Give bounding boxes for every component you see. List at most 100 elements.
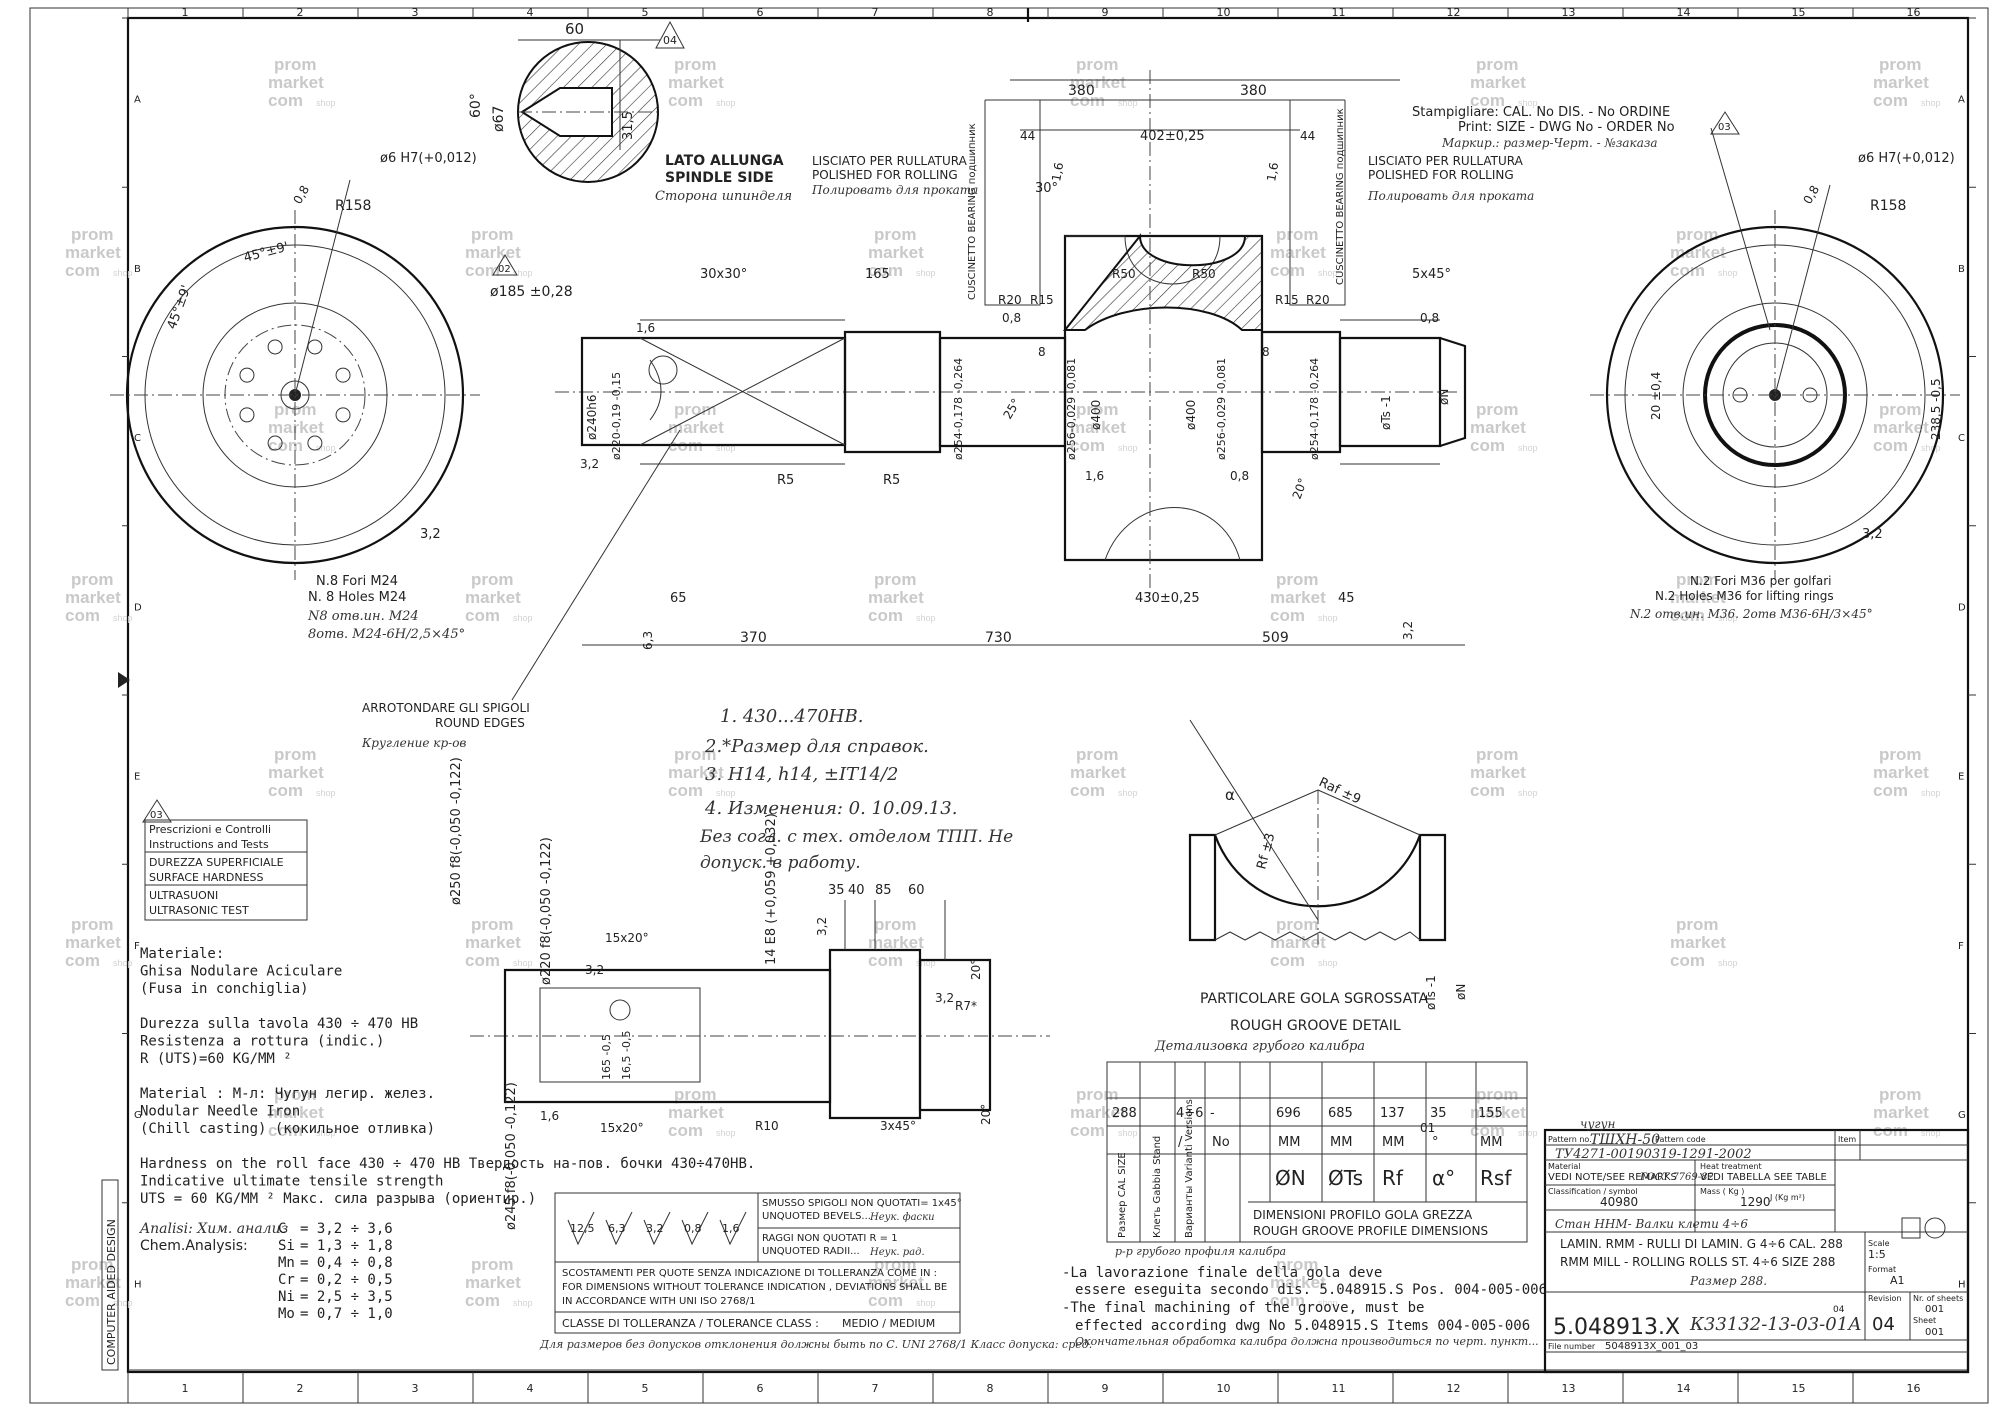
border-col-label: 3 (412, 1382, 419, 1395)
svg-text:shop: shop (113, 268, 133, 278)
svg-text:shop: shop (1118, 1128, 1138, 1138)
radii-en: UNQUOTED RADII... (762, 1246, 860, 1257)
tol-en-2: IN ACCORDANCE WITH UNI ISO 2768/1 (562, 1296, 755, 1307)
svg-text:market: market (465, 243, 521, 262)
left-32: 3,2 (420, 527, 441, 542)
tb-pattern-lbl: Pattern no. (1548, 1135, 1592, 1144)
bearing-right: CUSCINETTO BEARING подшипник (1335, 108, 1346, 285)
chem-label: Chem.Analysis: (140, 1238, 248, 1254)
note-4: 4. Изменения: 0. 10.09.13. (704, 798, 957, 819)
table-value: 696 (1276, 1106, 1301, 1121)
svg-text:shop: shop (1318, 268, 1338, 278)
bevel-en: UNQUOTED BEVELS... (762, 1211, 871, 1222)
border-row-label: D (1958, 602, 1966, 613)
dim-3x45: 3x45° (880, 1119, 916, 1133)
svg-text:market: market (268, 763, 324, 782)
dim-380-b: 380 (1240, 83, 1267, 99)
note-5: Без согл. с тех. отделом ТПП. Не (699, 827, 1013, 847)
tol-en-1: FOR DIMENSIONS WITHOUT TOLERANCE INDICAT… (562, 1282, 947, 1293)
stamp-ru: Маркир.: размер-Черт. - №заказа (1441, 136, 1658, 150)
svg-text:shop: shop (113, 958, 133, 968)
polish-left-ru: Полировать для проката (811, 183, 978, 197)
svg-text:prom: prom (1076, 1085, 1119, 1104)
table-value: 685 (1328, 1106, 1353, 1121)
round-edges-it: ARROTONDARE GLI SPIGOLI (362, 701, 530, 715)
svg-text:prom: prom (674, 745, 717, 764)
roughness-value: 0,8 (684, 1222, 702, 1235)
svg-text:market: market (1873, 73, 1929, 92)
tol-class-val: MEDIO / MEDIUM (842, 1317, 935, 1330)
bolt-holes (239, 339, 351, 451)
svg-text:shop: shop (113, 1298, 133, 1308)
svg-text:shop: shop (1718, 958, 1738, 968)
material-line: R (UTS)=60 KG/MM ² (140, 1051, 292, 1067)
note-1: 1. 430...470HB. (720, 706, 863, 727)
border-col-label: 11 (1332, 6, 1346, 19)
svg-text:shop: shop (716, 1128, 736, 1138)
svg-text:com: com (668, 91, 703, 110)
border-col-label: 6 (757, 1382, 764, 1395)
svg-text:prom: prom (1476, 745, 1519, 764)
table-unit: / (1178, 1135, 1183, 1150)
svg-text:com: com (465, 1291, 500, 1310)
svg-text:com: com (65, 1291, 100, 1310)
svg-text:shop: shop (916, 958, 936, 968)
border-row-label: C (1958, 433, 1965, 444)
border-row-label: F (134, 941, 140, 952)
svg-text:market: market (1470, 763, 1526, 782)
roughness-check-icon (719, 1211, 747, 1246)
final-1: -La lavorazione finale della gola deve (1062, 1265, 1382, 1281)
table-value: 137 (1380, 1106, 1405, 1121)
svg-text:com: com (868, 261, 903, 280)
dim-3-2-b: 3,2 (815, 917, 829, 936)
svg-text:market: market (1670, 243, 1726, 262)
dim-44-a: 44 (1020, 129, 1035, 143)
ref-04: 04 (663, 34, 677, 47)
svg-text:com: com (868, 951, 903, 970)
svg-text:prom: prom (1676, 570, 1719, 589)
chem-range: = 3,2 ÷ 3,6 (300, 1221, 393, 1237)
table-caption-it: DIMENSIONI PROFILO GOLA GREZZA (1253, 1208, 1473, 1222)
svg-text:shop: shop (916, 613, 936, 623)
roll-main-view: 380 380 402±0,25 44 44 LISCIATO PER RULL… (361, 70, 1534, 750)
svg-text:shop: shop (916, 1298, 936, 1308)
dim-40: 40 (848, 883, 865, 898)
svg-text:com: com (465, 261, 500, 280)
svg-text:com: com (65, 606, 100, 625)
svg-text:shop: shop (1318, 958, 1338, 968)
left-holes-it: N.8 Fori M24 (316, 574, 398, 589)
table-unit: MM (1382, 1135, 1404, 1150)
svg-text:prom: prom (874, 570, 917, 589)
svg-text:market: market (1873, 418, 1929, 437)
svg-text:market: market (1873, 1103, 1929, 1122)
border-col-label: 3 (412, 6, 419, 19)
svg-text:prom: prom (1076, 55, 1119, 74)
d-240: ø240h6 (585, 395, 599, 441)
svg-text:prom: prom (874, 915, 917, 934)
svg-text:market: market (868, 933, 924, 952)
ref-01: 01 (1420, 1121, 1435, 1135)
material-line: Materiale: (140, 946, 224, 962)
chem-range: = 0,2 ÷ 0,5 (300, 1272, 393, 1288)
material-line: Material : М-л: Чугун легир. желез. (140, 1086, 435, 1102)
tb-scale: 1:5 (1868, 1248, 1886, 1261)
tb-class-val: 40980 (1600, 1195, 1638, 1209)
border-row-label: H (134, 1279, 142, 1290)
dim-0-8-b: 0,8 (1420, 311, 1439, 325)
dim-31-5: 31,5 (621, 111, 636, 140)
svg-text:prom: prom (674, 1085, 717, 1104)
tb-spec: ТУ4271-00190319-1291-2002 (1555, 1147, 1752, 1162)
border-col-label: 10 (1217, 1382, 1231, 1395)
svg-text:com: com (1270, 951, 1305, 970)
title-block: Pattern no. чугун ТШХН-50 Pattern code Т… (1543, 1117, 1970, 1374)
svg-text:market: market (1470, 73, 1526, 92)
roughness-check-icon (643, 1211, 671, 1246)
border-col-label: 5 (642, 1382, 649, 1395)
border-col-label: 7 (872, 6, 879, 19)
